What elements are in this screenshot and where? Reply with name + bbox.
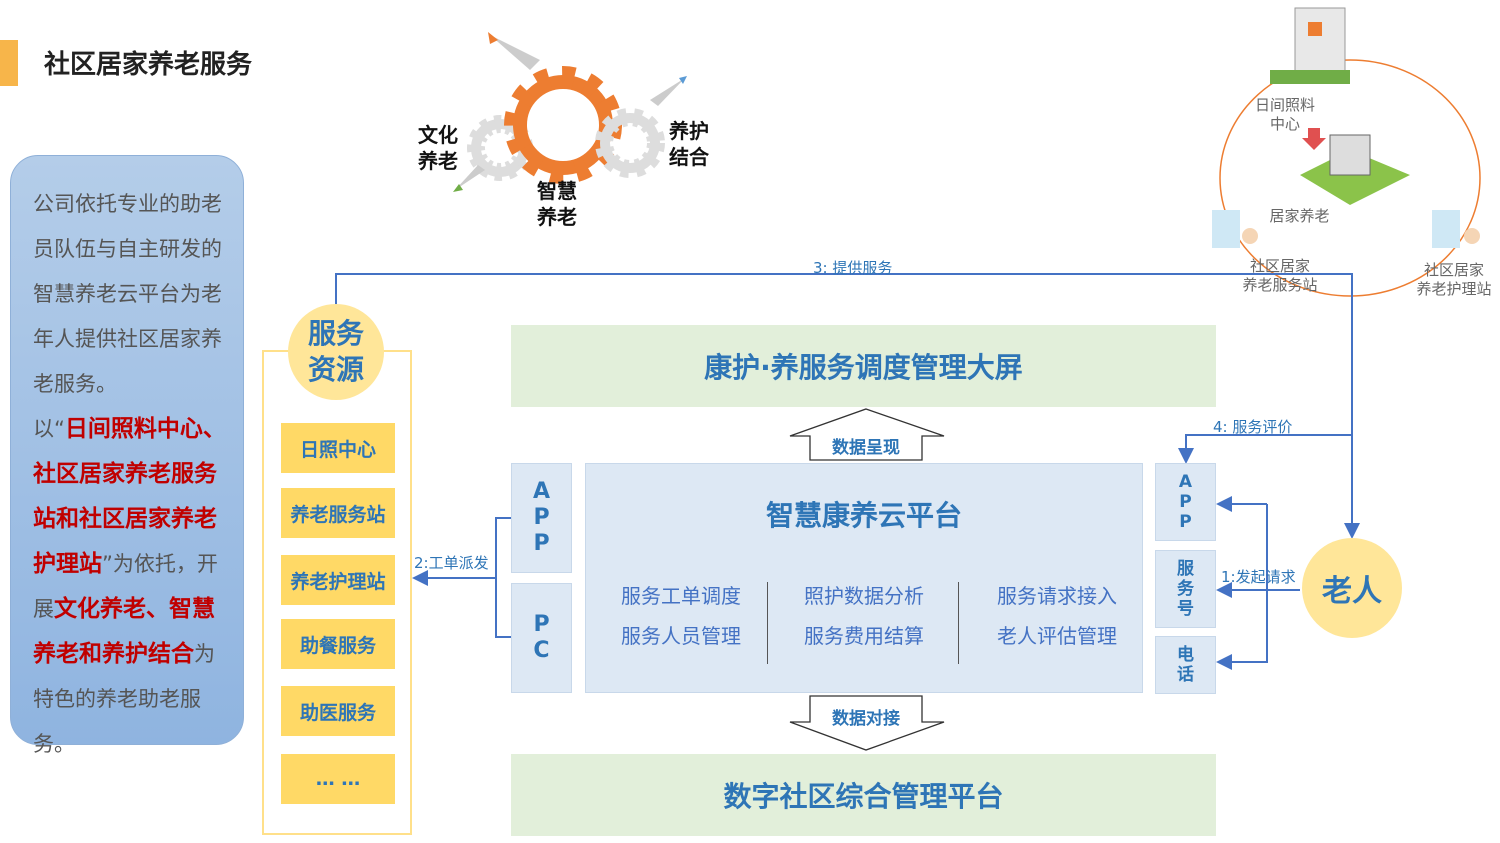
desc-text: 公司依托专业的助老员队伍与自主研发的智慧养老云平台为老年人提供社区居家养老服务。 xyxy=(33,192,222,396)
platform-column: 服务工单调度服务人员管理 xyxy=(586,576,776,656)
station-building-icon xyxy=(1212,210,1258,248)
desc-text: 为特色的养老助老服务。 xyxy=(33,642,215,756)
resource-item: 养老服务站 xyxy=(281,488,395,538)
arrow-down-icon xyxy=(1302,128,1326,150)
place-service-station: 社区居家 养老服务站 xyxy=(1242,257,1318,294)
data-connect-arrow: 数据对接 xyxy=(832,709,900,729)
description-panel: 公司依托专业的助老员队伍与自主研发的智慧养老云平台为老年人提供社区居家养老服务。… xyxy=(10,155,244,756)
dispatch-screen-box: 康护·养服务调度管理大屏 xyxy=(511,325,1216,407)
hospital-building-icon xyxy=(1270,7,1350,84)
place-home: 居家养老 xyxy=(1269,207,1330,225)
gear-icon xyxy=(595,108,665,178)
resource-item: 助医服务 xyxy=(281,686,395,736)
elder-circle: 老人 xyxy=(1302,538,1402,638)
gear-label-culture: 文化 养老 xyxy=(418,123,458,173)
flow-label-step3: 3: 提供服务 xyxy=(813,259,893,277)
channel-app-left: A P P xyxy=(511,463,572,573)
data-present-arrow: 数据呈现 xyxy=(832,438,900,458)
place-nursing-station: 社区居家 养老护理站 xyxy=(1416,261,1492,298)
rocket-icon xyxy=(453,165,485,192)
resource-item: … … xyxy=(281,754,395,804)
channel-service-account: 服 务 号 xyxy=(1155,550,1216,628)
station-building-icon xyxy=(1432,210,1480,248)
platform-column: 照护数据分析服务费用结算 xyxy=(769,576,959,656)
gears-illustration xyxy=(453,32,687,192)
house-icon xyxy=(1300,134,1410,205)
places-ring xyxy=(1212,7,1481,297)
title-accent-bar xyxy=(0,40,18,86)
rocket-icon xyxy=(650,76,687,106)
cloud-platform: 智慧康养云平台 服务工单调度服务人员管理 照护数据分析服务费用结算 服务请求接入… xyxy=(585,463,1143,693)
platform-function: 服务人员管理 xyxy=(621,624,741,648)
platform-column: 服务请求接入老人评估管理 xyxy=(962,576,1152,656)
channel-pc: P C xyxy=(511,583,572,693)
platform-title: 智慧康养云平台 xyxy=(765,499,962,532)
divider xyxy=(767,582,768,664)
desc-highlight: 文化养老、智慧养老和养护结合 xyxy=(33,596,215,667)
flow-label-step4: 4: 服务评价 xyxy=(1213,418,1293,436)
channel-app-right: A P P xyxy=(1155,463,1216,541)
platform-function: 老人评估管理 xyxy=(997,624,1117,648)
desc-text: 以“ xyxy=(33,417,65,441)
flow-label-step1: 1:发起请求 xyxy=(1221,568,1296,586)
rocket-icon xyxy=(488,32,540,70)
place-day-care: 日间照料 中心 xyxy=(1254,96,1315,133)
flow-label-step2: 2:工单派发 xyxy=(414,554,489,572)
resource-item: 助餐服务 xyxy=(281,619,395,669)
platform-function: 照护数据分析 xyxy=(804,584,924,608)
platform-function: 服务工单调度 xyxy=(621,584,741,608)
service-resources-title: 服务 资源 xyxy=(288,304,384,400)
channel-phone: 电 话 xyxy=(1155,636,1216,694)
desc-text: ”为依托，开展 xyxy=(33,552,218,621)
desc-highlight: 日间照料中心、社区居家养老服务站和社区居家养老护理站 xyxy=(33,416,226,577)
community-platform-box: 数字社区综合管理平台 xyxy=(511,754,1216,836)
platform-function: 服务请求接入 xyxy=(997,584,1117,608)
gear-label-care: 养护 结合 xyxy=(669,119,709,169)
page-title: 社区居家养老服务 xyxy=(44,50,253,80)
resource-item: 养老护理站 xyxy=(281,555,395,605)
divider xyxy=(958,582,959,664)
resource-item: 日照中心 xyxy=(281,423,395,473)
gear-label-smart: 智慧 养老 xyxy=(537,179,577,229)
platform-function: 服务费用结算 xyxy=(804,624,924,648)
